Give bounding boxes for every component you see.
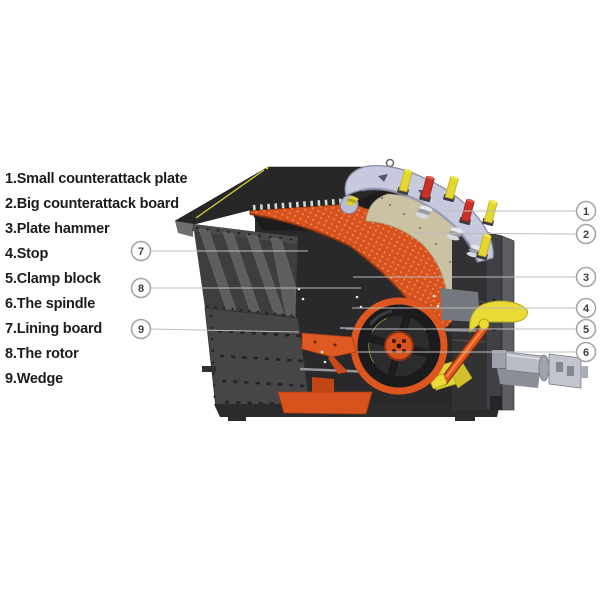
shaft-coupling [548,353,582,389]
part-label-7: 7.Lining board [5,321,102,337]
leader-line-9 [150,328,300,333]
part-label-9: 9.Wedge [5,371,63,387]
callout-6-number: 6 [583,347,589,359]
callout-9-number: 9 [138,324,144,336]
lifting-hook-icon [385,158,395,168]
lid-yellow-trim [195,169,265,219]
callout-5-number: 5 [583,324,589,336]
side-stub [202,366,216,372]
crusher-machine [174,158,588,421]
rotor-wheel [350,297,448,395]
callout-1: 1 [575,200,597,222]
callout-8: 8 [130,277,152,299]
callout-7: 7 [130,240,152,262]
part-label-3: 3.Plate hammer [5,221,110,237]
stop-wedge [469,300,528,334]
wedge-seat-block [440,288,480,322]
part-label-1: 1.Small counterattack plate [5,171,187,187]
callout-7-number: 7 [138,246,144,258]
ribbed-hopper-wall [192,224,298,318]
spindle-shaft [492,350,588,389]
callout-2-number: 2 [583,229,589,241]
callout-4: 4 [575,297,597,319]
callouts-right: 1 2 3 4 5 6 [575,200,597,363]
callouts-left: 7 8 9 [130,240,152,340]
callout-3-number: 3 [583,272,589,284]
callout-6: 6 [575,341,597,363]
base-skirt [277,391,373,415]
callout-4-number: 4 [583,303,590,315]
springs [345,196,482,258]
parts-list: 1.Small counterattack plate 2.Big counte… [5,171,188,387]
callout-9: 9 [130,318,152,340]
bolt-dots [297,287,440,364]
base-frame [214,377,500,421]
callout-2: 2 [575,223,597,245]
part-label-5: 5.Clamp block [5,271,102,287]
part-label-4: 4.Stop [5,246,48,262]
part-label-6: 6.The spindle [5,296,95,312]
leader-lines [150,210,577,353]
callout-1-number: 1 [583,206,589,218]
callout-5: 5 [575,318,597,340]
callout-8-number: 8 [138,283,144,295]
callout-3: 3 [575,266,597,288]
front-bracket [301,332,357,374]
part-label-2: 2.Big counterattack board [5,196,179,212]
part-label-8: 8.The rotor [5,346,79,362]
leader-line-2 [412,232,577,235]
small-counterattack-plate-row [252,198,351,211]
tension-bolts [397,168,498,261]
